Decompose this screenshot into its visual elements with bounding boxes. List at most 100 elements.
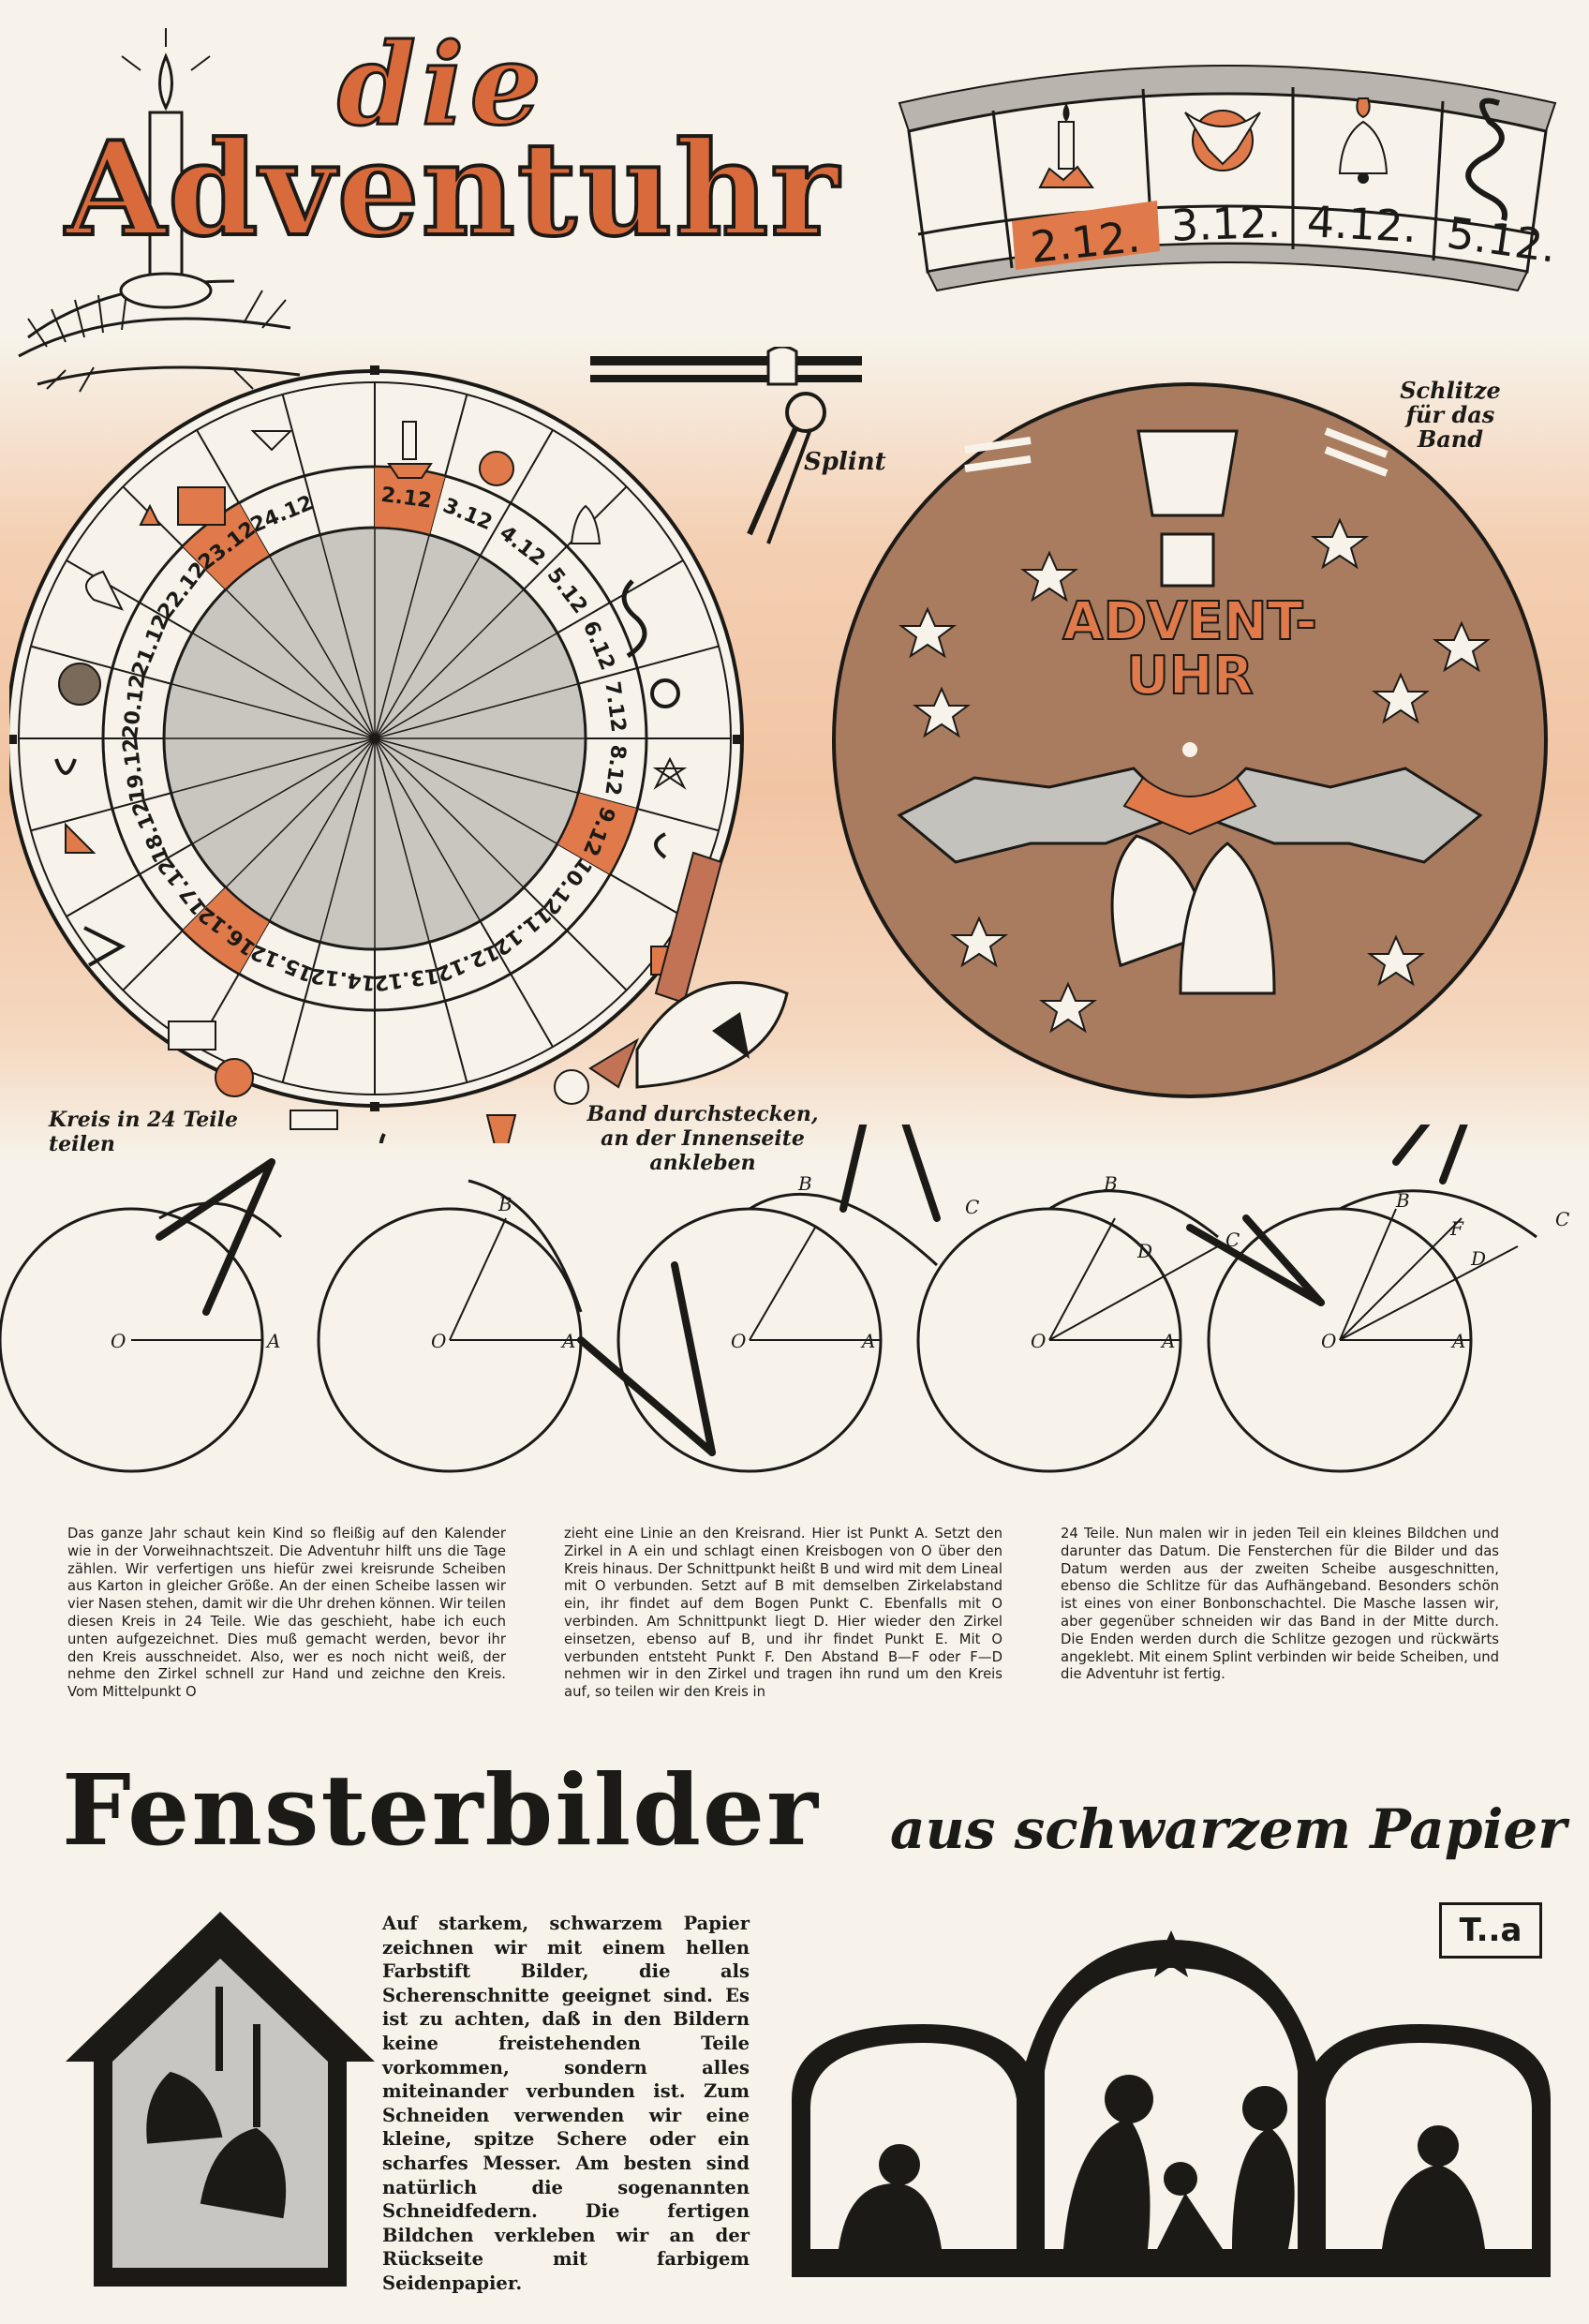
cover-title-line2: UHR [1126, 646, 1253, 707]
dial-highlight-cell [183, 503, 269, 589]
strip-date: 3.12. [1170, 197, 1282, 251]
label-pin: Splint [804, 448, 886, 476]
dial-spoke [225, 737, 376, 888]
dial-spoke [374, 737, 430, 943]
star-icons [898, 517, 1491, 1034]
point-O: O [111, 1330, 126, 1352]
dial-divider [557, 842, 684, 917]
dial-divider [30, 792, 171, 832]
point-O: O [431, 1330, 446, 1352]
dial-divider [523, 886, 628, 991]
point-B: B [797, 1172, 812, 1195]
point-F: F [1449, 1217, 1464, 1240]
strip-date: 4.12. [1306, 196, 1418, 252]
dial-divider [122, 886, 227, 991]
dial-divider [281, 394, 321, 535]
dial-divider [428, 394, 468, 535]
point-C: C [965, 1196, 979, 1218]
ribbon-illustration [588, 851, 789, 1089]
article-column-3: 24 Teile. Nun malen wir in jeden Teil ei… [1061, 1526, 1499, 1683]
dial-divider [428, 942, 468, 1083]
construction-steps: O A O A B O A B C O A B C D E O A B C D … [0, 1125, 1569, 1473]
point-O: O [731, 1330, 746, 1352]
house-silhouette [66, 1912, 375, 2287]
dial-spoke [225, 588, 376, 739]
dial-spoke [374, 737, 482, 922]
window-picture [1136, 429, 1239, 517]
star-icon [1145, 1930, 1197, 1977]
dial-spoke [268, 555, 376, 739]
cover-title-line1: ADVENT- [1062, 591, 1317, 652]
dial-spoke [374, 683, 579, 739]
strip-date: 2.12. [1028, 211, 1142, 273]
dial-spoke [374, 737, 525, 888]
dial-spoke [374, 737, 579, 794]
dial-highlight-cell [183, 887, 269, 974]
bell-silhouette-icon [200, 2127, 287, 2219]
dial-divider [66, 842, 193, 917]
fenster-subtitle: aus schwarzem Papier [890, 1797, 1567, 1861]
fenster-text: Auf starkem, schwarzem Papier zeichnen w… [382, 1913, 750, 2294]
point-A: A [560, 1330, 575, 1352]
dial-spoke [374, 555, 482, 739]
fenster-title: Fensterbilder [62, 1752, 820, 1868]
article-column-1: Das ganze Jahr schaut kein Kind so fleiß… [67, 1526, 506, 1701]
manger [1157, 2193, 1223, 2249]
dial-spoke [268, 737, 376, 922]
label-ribbon: Band durchstecken, an der Innenseite ank… [587, 1102, 819, 1175]
dial-spoke [374, 534, 430, 739]
article-column-2: zieht eine Linie an den Kreisrand. Hier … [564, 1526, 1002, 1701]
title-adventuhr: Adventuhr [64, 111, 840, 267]
nativity-silhouette [792, 1930, 1551, 2277]
candle-icon [1038, 103, 1094, 188]
dial-highlight-cell [375, 468, 445, 534]
dial-spoke [374, 588, 525, 739]
dial-divider [557, 559, 684, 634]
point-B: B [1395, 1189, 1410, 1212]
dial-spoke [319, 737, 376, 943]
dial-spoke [191, 632, 376, 739]
point-A: A [860, 1330, 875, 1352]
point-D: D [1136, 1240, 1152, 1262]
point-O: O [1031, 1330, 1046, 1352]
dial-spoke [319, 534, 376, 739]
point-C: C [1225, 1229, 1240, 1251]
window-date [1160, 532, 1215, 588]
signature-box: T..a [1439, 1902, 1542, 1959]
figure-joseph [1232, 2127, 1295, 2249]
date-strip: 2.12. 3.12. 4.12. 5.12. [898, 65, 1560, 292]
point-B: B [1103, 1172, 1118, 1195]
cover-disc: ADVENT- UHR [832, 382, 1548, 1098]
candle-branch-illustration [18, 28, 301, 393]
bell-silhouette-icon [146, 2071, 223, 2144]
dial-divider [479, 920, 554, 1048]
dial-divider [281, 942, 321, 1083]
point-A: A [1160, 1330, 1175, 1352]
shepherd-left [839, 2183, 942, 2249]
figure-mary [1063, 2118, 1151, 2249]
construction-point-labels: O A O A B O A B C O A B C D E O A B C D … [111, 1172, 1569, 1352]
point-D: D [1470, 1247, 1486, 1270]
bell-icon [1338, 97, 1389, 184]
highlighted-date-cell [1012, 201, 1160, 270]
dial-spoke [374, 632, 558, 739]
title-die: die [336, 18, 547, 153]
pin-illustration [590, 347, 862, 544]
dial-divider [196, 429, 271, 557]
shepherd-right [1382, 2165, 1485, 2249]
dial-spoke [171, 683, 376, 739]
point-O: O [1321, 1330, 1336, 1352]
dial-spoke [374, 737, 558, 845]
point-C: C [1555, 1208, 1569, 1230]
ribbon-bow [1122, 776, 1257, 836]
bell-right-icon [1179, 842, 1276, 995]
dial-spoke [191, 737, 376, 845]
point-A: A [1450, 1330, 1465, 1352]
label-dial-note: Kreis in 24 Teile teilen [49, 1108, 238, 1156]
dial-spoke [171, 737, 376, 794]
point-A: A [265, 1330, 280, 1352]
point-B: B [497, 1193, 512, 1215]
dial-divider [66, 559, 193, 634]
band-slots [964, 427, 1389, 477]
